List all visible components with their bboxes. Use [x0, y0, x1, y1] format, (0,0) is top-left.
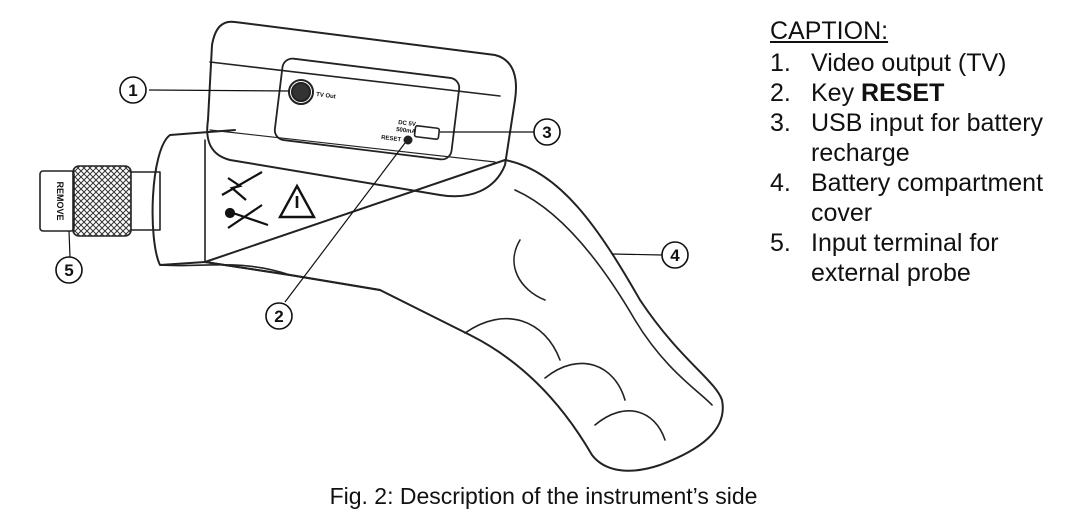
lightning-prohibited-icon [221, 171, 263, 201]
caption-item-number: 2. [770, 79, 791, 107]
usb-port [413, 125, 441, 140]
callout-circle-2 [265, 302, 293, 330]
caption-item-number: 5. [770, 229, 791, 257]
caption-item: 5. Input terminal for external probe [770, 228, 1080, 288]
callout-circle-3 [533, 118, 561, 146]
leader-line-5 [68, 230, 71, 258]
figure-caption: Fig. 2: Description of the instrument’s … [329, 483, 758, 509]
caption-item-text: Battery compartment cover [811, 169, 1044, 227]
probe-dot-icon [224, 207, 236, 219]
caption-item-number: 3. [770, 109, 791, 137]
finger-groove-3 [594, 410, 666, 441]
battery-cover [514, 189, 713, 406]
leader-line-1 [148, 89, 290, 92]
probe-remove-band [39, 170, 75, 232]
callout-circle-1 [119, 76, 147, 104]
usb-sub-label: 500mA [396, 127, 417, 135]
probe-connector [129, 171, 161, 231]
caption-item-text: Video output (TV) [811, 49, 1007, 77]
caption-item-number: 1. [770, 49, 791, 77]
warning-symbols [221, 171, 317, 229]
caption-item-text: USB input for battery recharge [811, 109, 1044, 167]
usb-label: DC 5V [398, 120, 416, 128]
caption-item-text: Input terminal for external probe [811, 229, 999, 287]
warning-triangle-icon [277, 183, 317, 219]
caption-heading: CAPTION: [770, 17, 889, 45]
caption-item: 1. Video output (TV) [770, 48, 1080, 78]
caption-item-number: 4. [770, 169, 791, 197]
callout-number-5: 5 [64, 261, 73, 280]
caption-item-text: Key RESET [811, 78, 1080, 108]
caption-item: 3. USB input for battery recharge [770, 108, 1080, 168]
reset-button [403, 135, 413, 145]
finger-groove-1 [464, 317, 561, 361]
body-cylinder-bottom [159, 263, 291, 276]
callout-circle-5 [55, 256, 83, 284]
battery-cover-inner [513, 239, 546, 301]
remove-label: REMOVE [55, 181, 65, 220]
reset-label: RESET [381, 135, 402, 143]
callout-number-1: 1 [128, 81, 137, 100]
callout-number-2: 2 [274, 307, 283, 326]
leader-line-4 [611, 253, 663, 256]
tv-out-label: TV Out [316, 92, 336, 100]
top-housing [206, 20, 517, 198]
callout-circle-4 [661, 241, 689, 269]
caption-list: 1. Video output (TV) 2. Key RESET 3. USB… [770, 48, 1080, 288]
control-panel [273, 57, 461, 161]
callout-number-3: 3 [542, 123, 551, 142]
caption-item: 2. Key RESET [770, 78, 1080, 108]
top-housing-seam [209, 61, 501, 97]
finger-groove-2 [544, 362, 626, 401]
caption-item-bold: RESET [861, 79, 945, 107]
callout-number-4: 4 [670, 246, 680, 265]
caption-item-prefix: Key [811, 79, 862, 107]
caption-item: 4. Battery compartment cover [770, 168, 1080, 228]
probe-knurl [72, 165, 132, 237]
tv-out-jack-ring [288, 79, 314, 105]
leader-line-2 [284, 142, 406, 303]
handle-outline [204, 159, 724, 472]
probe-prohibited-icon [227, 204, 269, 229]
tv-out-jack [291, 82, 311, 102]
caption-block: CAPTION: 1. Video output (TV) 2. Key RES… [770, 16, 1080, 288]
